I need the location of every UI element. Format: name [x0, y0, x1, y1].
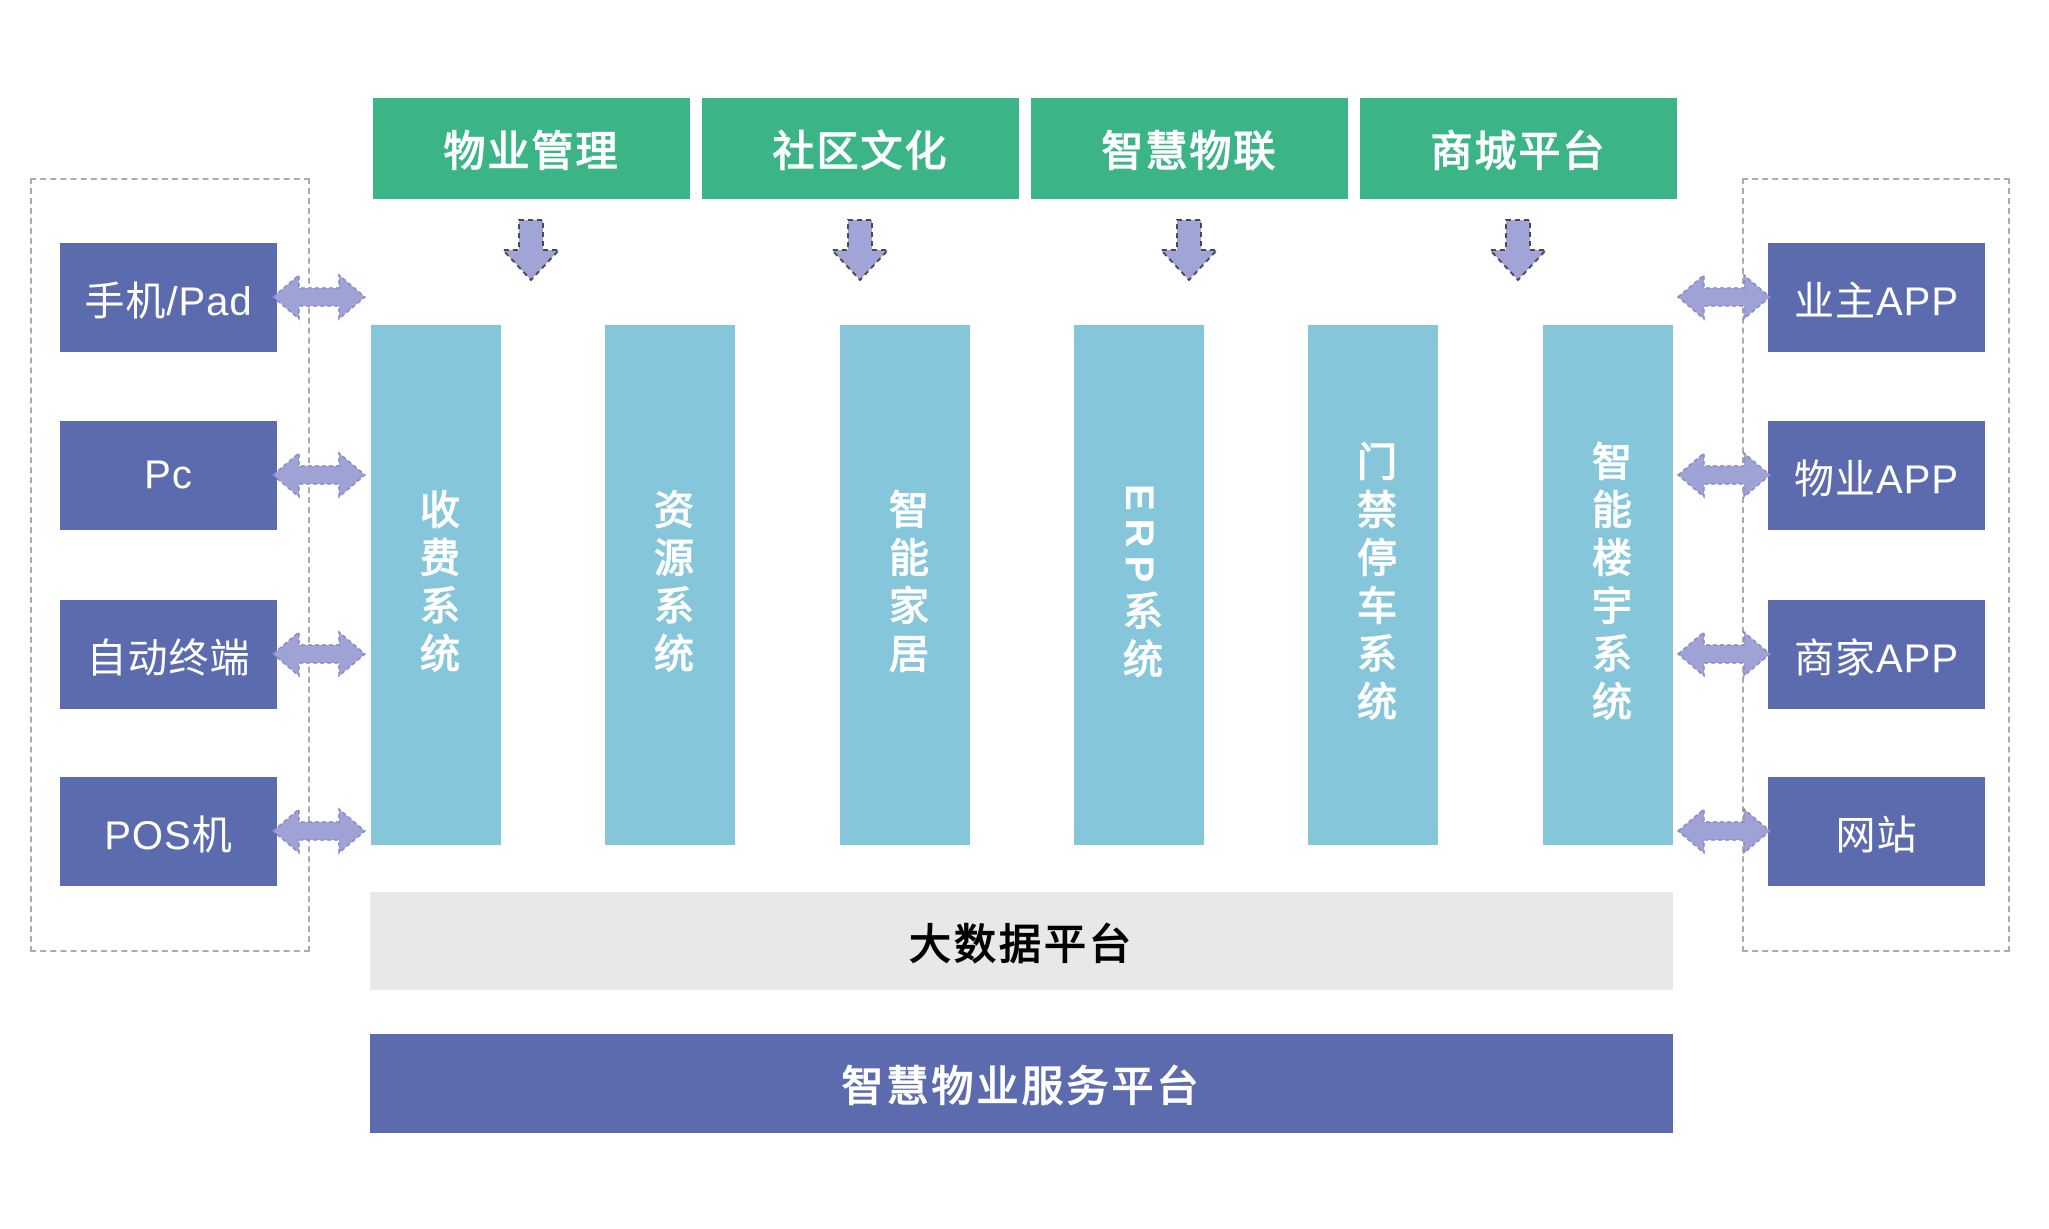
down-arrow-icon	[1159, 219, 1219, 281]
down-arrow-icon	[501, 219, 561, 281]
double-arrow-icon	[1677, 451, 1771, 499]
system-label: 收费系统	[414, 489, 458, 681]
app-label: 业主APP	[1793, 279, 1960, 324]
app-label: 商家APP	[1793, 636, 1960, 681]
mall-platform-module: 商城平台	[1360, 98, 1677, 199]
big-data-platform-bar: 大数据平台	[370, 892, 1673, 990]
device-mobile-pad: 手机/Pad	[60, 243, 277, 352]
system-label: 智能家居	[883, 489, 927, 681]
system-column-erp: ERP系统	[1074, 325, 1204, 845]
double-arrow-icon	[272, 273, 366, 321]
smart-property-platform-label: 智慧物业服务平台	[841, 1063, 1202, 1110]
big-data-platform-label: 大数据平台	[908, 920, 1134, 968]
system-label: 资源系统	[648, 489, 692, 681]
double-arrow-icon	[272, 451, 366, 499]
module-label: 智慧物联	[1101, 128, 1278, 175]
double-arrow-icon	[272, 630, 366, 678]
community-culture-module: 社区文化	[702, 98, 1019, 199]
system-label: 智能楼宇系统	[1586, 441, 1630, 729]
double-arrow-icon	[272, 807, 366, 855]
device-kiosk: 自动终端	[60, 600, 277, 709]
device-label: 手机/Pad	[84, 279, 253, 324]
system-column-smart-home: 智能家居	[840, 325, 970, 845]
system-column-resource: 资源系统	[605, 325, 735, 845]
smart-iot-module: 智慧物联	[1031, 98, 1348, 199]
device-label: 自动终端	[86, 636, 251, 681]
down-arrow-icon	[1488, 219, 1548, 281]
system-column-smart-building: 智能楼宇系统	[1543, 325, 1673, 845]
website-label: 网站	[1835, 813, 1918, 858]
device-pos: POS机	[60, 777, 277, 886]
system-column-access-parking: 门禁停车系统	[1308, 325, 1438, 845]
website-box: 网站	[1768, 777, 1985, 886]
device-label: Pc	[144, 453, 193, 497]
left-devices-panel	[30, 178, 310, 952]
smart-property-platform-bar: 智慧物业服务平台	[370, 1034, 1673, 1133]
module-label: 商城平台	[1430, 128, 1607, 175]
right-apps-panel	[1742, 178, 2010, 952]
device-pc: Pc	[60, 421, 277, 530]
double-arrow-icon	[1677, 630, 1771, 678]
module-label: 社区文化	[772, 128, 949, 175]
module-label: 物业管理	[443, 128, 620, 175]
app-owner: 业主APP	[1768, 243, 1985, 352]
app-merchant: 商家APP	[1768, 600, 1985, 709]
double-arrow-icon	[1677, 273, 1771, 321]
system-label: 门禁停车系统	[1351, 441, 1395, 729]
system-label: ERP系统	[1117, 483, 1161, 687]
device-label: POS机	[104, 813, 233, 858]
double-arrow-icon	[1677, 807, 1771, 855]
system-column-charging: 收费系统	[371, 325, 501, 845]
property-management-module: 物业管理	[373, 98, 690, 199]
down-arrow-icon	[830, 219, 890, 281]
app-label: 物业APP	[1793, 457, 1960, 502]
app-property: 物业APP	[1768, 421, 1985, 530]
